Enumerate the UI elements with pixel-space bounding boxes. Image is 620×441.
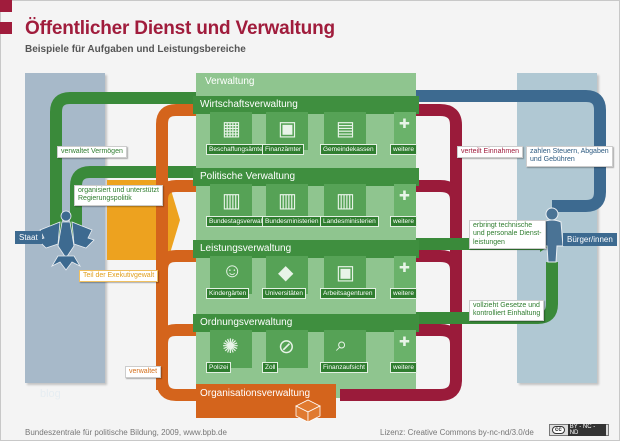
- puzzle-icon: ✚: [399, 260, 410, 275]
- band-label: Ordnungsverwaltung: [200, 317, 293, 328]
- unit-tile: [266, 112, 308, 150]
- note-vollzieht-gesetze: vollzieht Gesetze und kontrolliert Einha…: [469, 300, 545, 321]
- note-line: und personale Dienst-: [473, 230, 542, 238]
- puzzle-icon: ✚: [399, 188, 410, 203]
- cc-logo: cc: [552, 426, 565, 434]
- note-line: erbringt technische: [473, 222, 533, 229]
- cc-terms: BY - NC - ND: [567, 424, 606, 436]
- unit-label: Kindergärten: [206, 288, 250, 299]
- unit-tile: [394, 184, 416, 216]
- unit-tile: [266, 330, 308, 368]
- title-accent-square: [0, 22, 12, 34]
- unit-tile: [394, 330, 416, 362]
- flow-orange-organisation: [156, 379, 196, 401]
- unit-label: Gemeindekassen: [320, 144, 377, 155]
- graduation-cap-icon: ◆: [278, 262, 294, 284]
- unit-tile: [210, 184, 252, 222]
- unit-tile: [210, 330, 252, 368]
- page-title: Öffentlicher Dienst und Verwaltung: [25, 18, 335, 39]
- band-1: [193, 168, 419, 186]
- state-label: Staat: [15, 231, 42, 244]
- band-label: Politische Verwaltung: [200, 171, 296, 182]
- footer-license: Lizenz: Creative Commons by-nc-nd/3.0/de: [380, 428, 534, 437]
- note-line: leistungen: [473, 238, 505, 246]
- unit-label: Zoll: [262, 362, 279, 373]
- unit-label: Finanzaufsicht: [320, 362, 368, 373]
- flow-orange-leistung: [156, 250, 196, 271]
- band-0: [193, 96, 419, 114]
- magnifier-icon: ⌕: [336, 334, 348, 356]
- flow-orange-wirtschaft: [156, 104, 196, 390]
- note-dienstleistungen: erbringt technische und personale Dienst…: [469, 220, 546, 250]
- safe-icon: ▣: [278, 118, 297, 140]
- unit-label: weitere: [390, 362, 417, 373]
- watermark: blog: [40, 388, 61, 400]
- teddy-bear-icon: ☺: [222, 260, 243, 282]
- unit-label: Finanzämter: [262, 144, 305, 155]
- administration-title: Verwaltung: [205, 76, 255, 87]
- unit-tile: [394, 256, 416, 288]
- unit-label: weitere: [390, 288, 417, 299]
- unit-tile: [324, 256, 366, 294]
- note-regierungspolitik: organisiert und unterstützt Regierungspo…: [74, 185, 163, 206]
- note-line: vollzieht Gesetze und: [473, 302, 540, 309]
- flow-crimson-leistung: [416, 250, 462, 271]
- note-line: organisiert und unterstützt: [78, 187, 159, 194]
- unit-label: weitere: [390, 144, 417, 155]
- band-3: [193, 314, 419, 332]
- note-zahlen-steuern: zahlen Steuern, Abgaben und Gebühren: [526, 146, 613, 167]
- unit-tile: [266, 256, 308, 294]
- note-line: Regierungspolitik: [78, 195, 132, 203]
- note-verteilt-einnahmen: verteilt Einnahmen: [457, 146, 523, 159]
- note-verwaltet-vermoegen: verwaltet Vermögen: [57, 146, 127, 159]
- flow-crimson-ordnung: [416, 324, 462, 345]
- ticket-machine-icon: ▣: [336, 262, 355, 284]
- flow-crimson-politik: [416, 180, 462, 201]
- unit-tile: [324, 184, 366, 222]
- flow-orange-ordnung: [156, 324, 196, 345]
- puzzle-icon: ✚: [399, 334, 410, 349]
- band-label: Wirtschaftsverwaltung: [200, 99, 298, 110]
- unit-tile: [394, 112, 416, 144]
- band-2: [193, 240, 419, 258]
- unit-tile: [324, 112, 366, 150]
- unit-label: Polizei: [206, 362, 232, 373]
- footer-source: Bundeszentrale für politische Bildung, 2…: [25, 428, 227, 437]
- unit-tile: [324, 330, 366, 368]
- unit-tile: [210, 112, 252, 150]
- note-teil-exekutive: Teil der Exekutivgewalt: [79, 270, 159, 283]
- flow-verteilt-einnahmen: [340, 104, 462, 401]
- barrier-icon: ⊘: [278, 336, 295, 358]
- unit-label: Universitäten: [262, 288, 306, 299]
- unit-label: Arbeitsagenturen: [320, 288, 376, 299]
- unit-label: Landesministerien: [320, 216, 379, 227]
- note-line: kontrolliert Einhaltung: [473, 310, 541, 318]
- police-star-icon: ✺: [222, 336, 239, 358]
- puzzle-icon: ✚: [399, 116, 410, 131]
- unit-tile: [210, 256, 252, 294]
- boxes-icon: ▦: [222, 118, 241, 140]
- page-subtitle: Beispiele für Aufgaben und Leistungsbere…: [25, 44, 246, 55]
- building-icon: ▥: [336, 190, 355, 212]
- building-icon: ▥: [278, 190, 297, 212]
- note-verwaltet: verwaltet: [125, 366, 162, 379]
- organisation-label: Organisationsverwaltung: [200, 388, 311, 399]
- flow-verwaltet-vermoegen: [50, 92, 196, 240]
- unit-tile: [266, 184, 308, 222]
- cash-register-icon: ▤: [336, 118, 355, 140]
- cc-license-badge[interactable]: cc BY - NC - ND: [549, 424, 609, 436]
- unit-label: weitere: [390, 216, 417, 227]
- title-accent-square: [0, 0, 12, 12]
- note-line: und Gebühren: [530, 156, 575, 164]
- note-line: zahlen Steuern, Abgaben: [530, 148, 609, 155]
- band-label: Leistungsverwaltung: [200, 243, 292, 254]
- citizens-label: Bürger/innen: [563, 233, 617, 246]
- parliament-icon: ▥: [222, 190, 241, 212]
- person-icon: [540, 207, 564, 263]
